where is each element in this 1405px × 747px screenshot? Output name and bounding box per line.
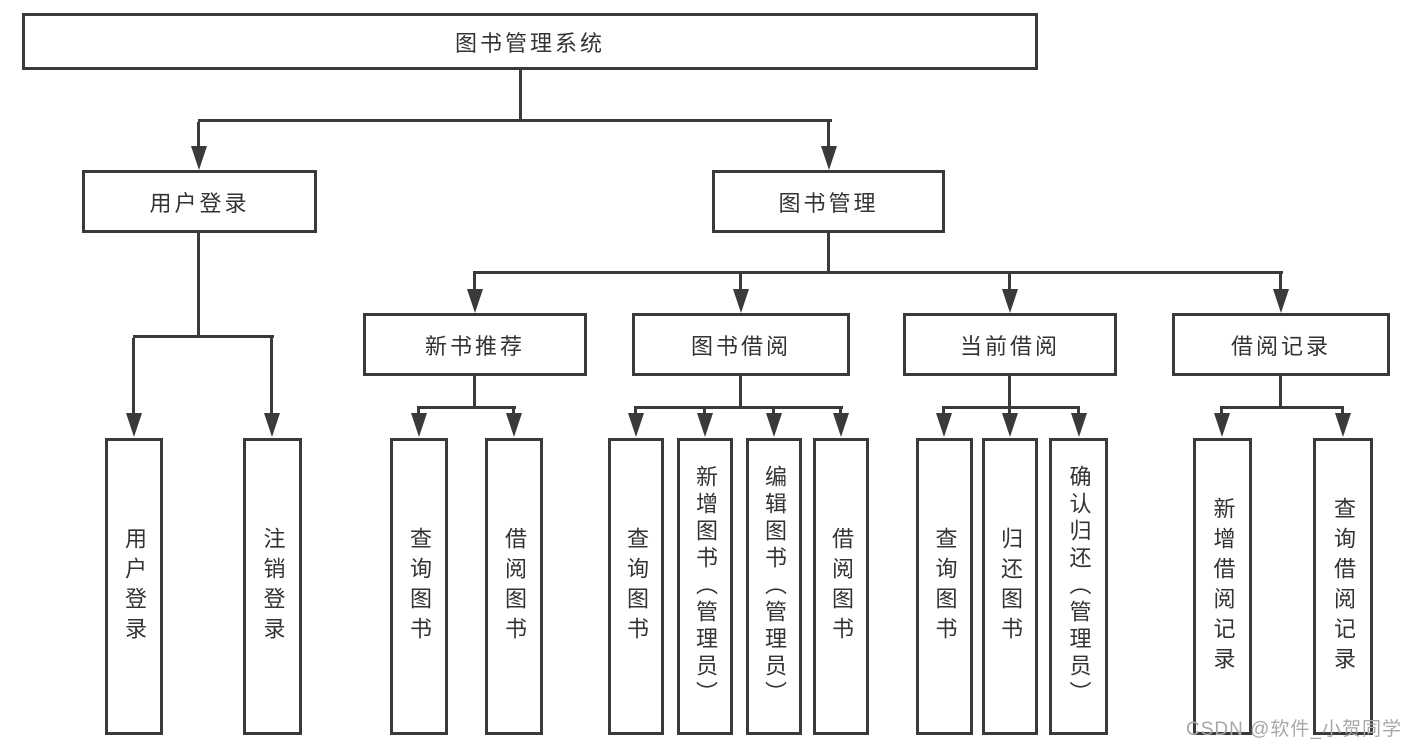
leaf-query-book-3-label: 查询图书 — [932, 526, 958, 647]
arrow-down-icon — [411, 413, 427, 437]
leaf-confirm-return-admin-label: 确认归还（管理员） — [1066, 465, 1092, 708]
arrow-down-icon — [697, 413, 713, 437]
connector-mgmt-drop2 — [739, 274, 742, 292]
arrow-down-icon — [1214, 413, 1230, 437]
node-current-borrow-label: 当前借阅 — [959, 333, 1060, 359]
leaf-query-book-1: 查询图书 — [390, 438, 448, 735]
leaf-query-borrow-record: 查询借阅记录 — [1313, 438, 1373, 735]
node-root: 图书管理系统 — [22, 13, 1038, 70]
leaf-borrow-book-1: 借阅图书 — [485, 438, 543, 735]
connector-current-bar — [942, 406, 1080, 409]
connector-root-drop-right — [827, 122, 830, 150]
leaf-edit-book-admin: 编辑图书（管理员） — [746, 438, 802, 735]
node-book-management: 图书管理 — [712, 170, 945, 233]
connector-login-drop1 — [132, 338, 135, 416]
arrow-down-icon — [733, 289, 749, 313]
connector-record-stem — [1279, 376, 1282, 409]
connector-login-bar — [133, 335, 274, 338]
connector-record-bar — [1220, 406, 1344, 409]
arrow-down-icon — [1071, 413, 1087, 437]
leaf-user-login-label: 用户登录 — [122, 526, 147, 647]
leaf-query-book-1-label: 查询图书 — [407, 526, 432, 647]
arrow-down-icon — [126, 413, 142, 437]
node-user-login-label: 用户登录 — [149, 190, 250, 216]
connector-mgmt-drop4 — [1279, 274, 1282, 292]
arrow-down-icon — [936, 413, 952, 437]
arrow-down-icon — [833, 413, 849, 437]
connector-mgmt-drop3 — [1008, 274, 1011, 292]
connector-root-stem — [519, 70, 522, 122]
arrow-down-icon — [821, 146, 837, 170]
connector-root-bar — [198, 119, 832, 122]
leaf-return-book: 归还图书 — [982, 438, 1038, 735]
node-new-book-recommend: 新书推荐 — [363, 313, 587, 376]
arrow-down-icon — [628, 413, 644, 437]
leaf-return-book-label: 归还图书 — [998, 526, 1023, 647]
arrow-down-icon — [264, 413, 280, 437]
leaf-add-borrow-record: 新增借阅记录 — [1193, 438, 1252, 735]
leaf-add-book-admin: 新增图书（管理员） — [677, 438, 733, 735]
node-book-management-label: 图书管理 — [778, 190, 879, 216]
leaf-user-login: 用户登录 — [105, 438, 163, 735]
connector-recommend-bar — [417, 406, 516, 409]
connector-current-stem — [1008, 376, 1011, 409]
leaf-borrow-book-2-label: 借阅图书 — [829, 526, 854, 647]
leaf-confirm-return-admin: 确认归还（管理员） — [1049, 438, 1108, 735]
node-borrow-record-label: 借阅记录 — [1230, 333, 1331, 359]
connector-login-drop2 — [270, 338, 273, 416]
node-book-borrow: 图书借阅 — [632, 313, 850, 376]
leaf-query-borrow-record-label: 查询借阅记录 — [1331, 496, 1356, 677]
leaf-borrow-book-2: 借阅图书 — [813, 438, 869, 735]
arrow-down-icon — [506, 413, 522, 437]
leaf-edit-book-admin-label: 编辑图书（管理员） — [762, 465, 787, 708]
leaf-query-book-3: 查询图书 — [916, 438, 973, 735]
csdn-watermark: CSDN @软件_小贺同学 — [1186, 719, 1402, 740]
node-user-login: 用户登录 — [82, 170, 317, 233]
node-borrow-record: 借阅记录 — [1172, 313, 1390, 376]
leaf-logout: 注销登录 — [243, 438, 302, 735]
connector-login-stem — [197, 233, 200, 335]
connector-borrow-stem — [739, 376, 742, 409]
node-current-borrow: 当前借阅 — [903, 313, 1117, 376]
arrow-down-icon — [766, 413, 782, 437]
arrow-down-icon — [1002, 413, 1018, 437]
arrow-down-icon — [1273, 289, 1289, 313]
arrow-down-icon — [1002, 289, 1018, 313]
connector-mgmt-bar — [473, 271, 1283, 274]
connector-mgmt-stem — [827, 233, 830, 274]
connector-recommend-stem — [473, 376, 476, 409]
node-book-borrow-label: 图书借阅 — [690, 333, 791, 359]
node-new-book-recommend-label: 新书推荐 — [424, 333, 525, 359]
leaf-add-book-admin-label: 新增图书（管理员） — [693, 465, 718, 708]
leaf-add-borrow-record-label: 新增借阅记录 — [1210, 496, 1236, 677]
connector-borrow-bar — [634, 406, 843, 409]
leaf-borrow-book-1-label: 借阅图书 — [502, 526, 527, 647]
arrow-down-icon — [467, 289, 483, 313]
arrow-down-icon — [191, 146, 207, 170]
connector-mgmt-drop1 — [473, 274, 476, 292]
node-root-label: 图书管理系统 — [454, 30, 605, 56]
leaf-logout-label: 注销登录 — [260, 526, 286, 647]
leaf-query-book-2-label: 查询图书 — [624, 526, 649, 647]
leaf-query-book-2: 查询图书 — [608, 438, 664, 735]
arrow-down-icon — [1335, 413, 1351, 437]
connector-root-drop-left — [197, 122, 200, 150]
